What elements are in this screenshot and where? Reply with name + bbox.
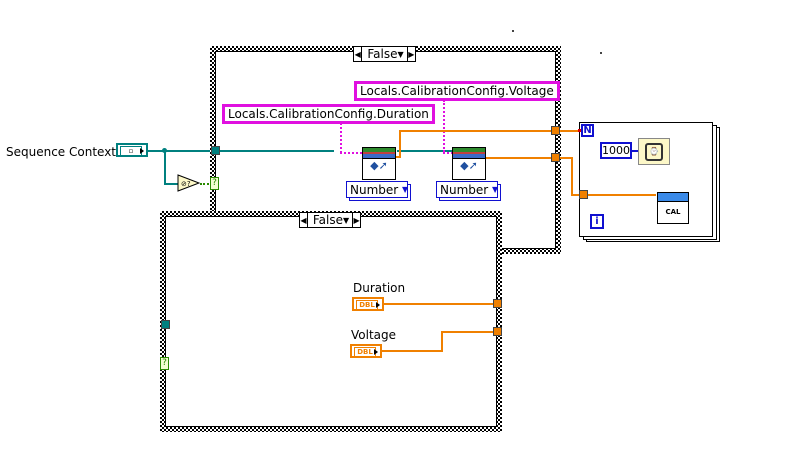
get-property-node-duration[interactable]: ◆➚	[362, 147, 396, 180]
for-loop[interactable]: N i 1000 ⌚ CAL	[579, 122, 713, 237]
output-tunnel-duration[interactable]	[493, 299, 502, 308]
refnum-icon: ▫	[120, 146, 142, 156]
for-loop-tunnel-wire[interactable]	[588, 194, 656, 196]
property-name-voltage[interactable]: Locals.CalibrationConfig.Voltage	[354, 81, 560, 101]
numeric-wire[interactable]	[560, 130, 583, 132]
sequence-context-terminal[interactable]: ▫	[116, 143, 148, 157]
property-name-wire[interactable]	[340, 152, 362, 154]
top-case-selector[interactable]: ◀ False▼ ▶	[353, 46, 416, 62]
numeric-wire[interactable]	[560, 157, 572, 159]
svg-text:⊘?: ⊘?	[181, 180, 191, 188]
wait-ms-node[interactable]: ⌚	[638, 138, 670, 165]
boolean-wire[interactable]	[200, 183, 212, 185]
watch-icon: ⌚	[645, 142, 663, 161]
refnum-wire-branch[interactable]	[164, 151, 166, 184]
refnum-wire[interactable]	[220, 150, 334, 152]
numeric-wire[interactable]	[384, 303, 494, 305]
numeric-wire[interactable]	[399, 130, 401, 158]
chevron-down-icon[interactable]: ▼	[342, 215, 350, 225]
type-value: Number	[350, 182, 399, 197]
not-a-refnum-icon: ⊘?	[177, 174, 201, 192]
for-loop-input-tunnel[interactable]	[579, 190, 588, 199]
type-dropdown-voltage[interactable]: Number ▼	[436, 181, 498, 198]
sequence-context-label: Sequence Context In	[6, 145, 131, 159]
decrement-icon[interactable]: ◀	[354, 47, 363, 61]
increment-icon[interactable]: ▶	[406, 47, 415, 61]
chevron-down-icon: ▼	[402, 185, 409, 194]
refnum-wire[interactable]	[148, 150, 214, 152]
property-name-duration[interactable]: Locals.CalibrationConfig.Duration	[222, 104, 435, 124]
voltage-label: Voltage	[351, 328, 397, 342]
numeric-wire[interactable]	[396, 156, 400, 158]
property-name-wire[interactable]	[443, 100, 445, 152]
numeric-wire[interactable]	[441, 331, 494, 333]
case-selector-terminal[interactable]: ?	[160, 357, 169, 370]
property-node-banner-icon	[453, 148, 485, 159]
property-node-banner-icon	[363, 148, 395, 159]
refnum-input-tunnel[interactable]	[211, 146, 220, 155]
wait-constant[interactable]: 1000	[600, 142, 632, 159]
cube-arrow-icon: ◆➚	[370, 159, 388, 172]
refnum-wire-branch[interactable]	[164, 183, 178, 185]
voltage-control[interactable]: DBL	[350, 344, 382, 358]
output-tunnel-duration[interactable]	[551, 126, 560, 135]
cal-subvi[interactable]: CAL	[657, 192, 689, 224]
numeric-wire[interactable]	[571, 194, 585, 196]
numeric-wire[interactable]	[441, 331, 443, 352]
chevron-down-icon: ▼	[492, 185, 499, 194]
bottom-case-selector[interactable]: ◀ False▼ ▶	[299, 212, 361, 228]
not-a-refnum-node[interactable]: ⊘?	[177, 172, 201, 194]
iteration-terminal: i	[590, 214, 604, 229]
case-value: False	[367, 47, 398, 61]
numeric-wire[interactable]	[571, 157, 573, 195]
property-name-wire[interactable]	[340, 123, 342, 153]
duration-label: Duration	[353, 281, 406, 295]
case-value: False	[312, 213, 343, 227]
stray-dot	[600, 52, 602, 54]
count-terminal[interactable]: N	[581, 124, 594, 137]
numeric-wire[interactable]	[486, 157, 552, 159]
type-value: Number	[440, 182, 489, 197]
case-selector-terminal[interactable]: ?	[210, 177, 219, 190]
wire-junction	[162, 148, 167, 153]
get-property-node-voltage[interactable]: ◆➚	[452, 147, 486, 180]
bottom-case-structure[interactable]	[160, 211, 502, 432]
bottom-case-frame	[165, 216, 497, 427]
chevron-down-icon[interactable]: ▼	[397, 49, 404, 59]
output-tunnel-voltage[interactable]	[551, 153, 560, 162]
numeric-wire[interactable]	[399, 130, 552, 132]
property-name-wire[interactable]	[443, 152, 453, 154]
constant-wire[interactable]	[632, 150, 639, 152]
increment-icon[interactable]: ▶	[352, 213, 360, 227]
cube-arrow-icon: ◆➚	[460, 159, 478, 172]
output-tunnel-voltage[interactable]	[493, 327, 502, 336]
subvi-label: CAL	[665, 208, 681, 216]
count-input-dot	[578, 129, 581, 132]
duration-control[interactable]: DBL	[352, 297, 384, 311]
numeric-wire[interactable]	[382, 350, 442, 352]
stray-dot	[512, 30, 514, 32]
refnum-wire[interactable]	[397, 150, 452, 152]
decrement-icon[interactable]: ◀	[300, 213, 308, 227]
type-dropdown-duration[interactable]: Number ▼	[346, 181, 408, 198]
refnum-input-tunnel[interactable]	[161, 320, 170, 329]
